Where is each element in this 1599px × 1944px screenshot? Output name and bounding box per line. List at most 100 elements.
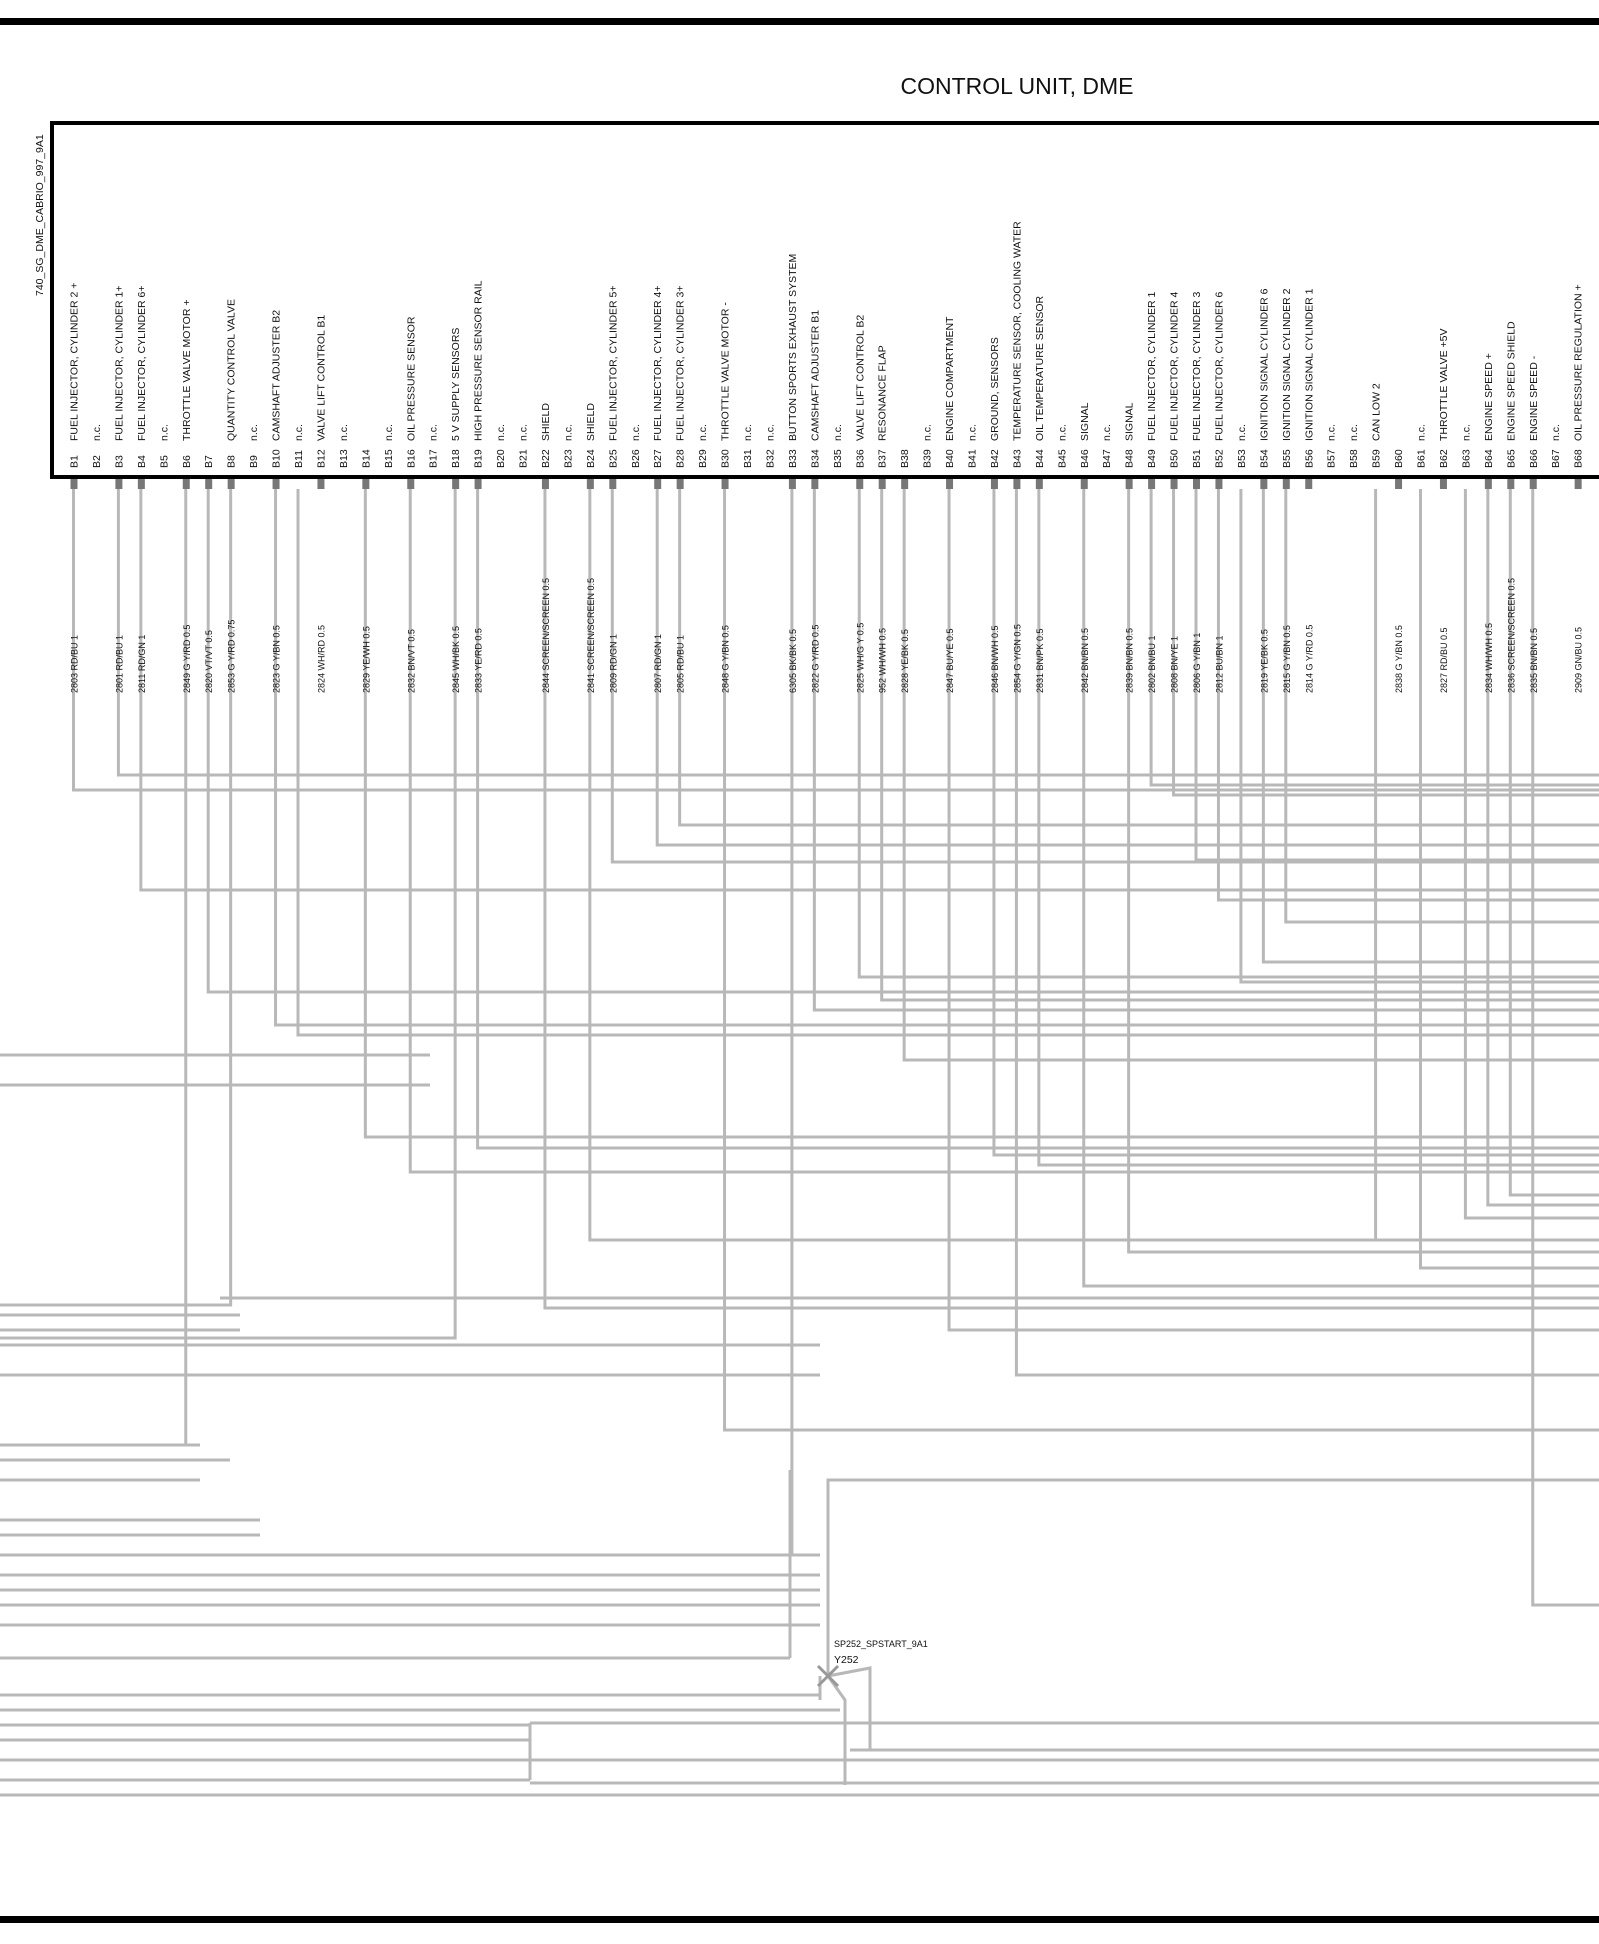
pin-label: QUANTITY CONTROL VALVE bbox=[226, 299, 238, 441]
pin-label: 5 V SUPPLY SENSORS bbox=[450, 328, 462, 441]
pin-number: B28 bbox=[675, 449, 687, 468]
pin-number: B14 bbox=[360, 449, 372, 468]
pin-number: B8 bbox=[226, 455, 238, 468]
pin-label: VALVE LIFT CONTROL B2 bbox=[854, 315, 866, 441]
pin-connector bbox=[1013, 479, 1021, 489]
pin-connector bbox=[1529, 479, 1537, 489]
wire-run bbox=[902, 489, 1599, 1062]
pin-connector bbox=[1170, 479, 1178, 489]
pin-number: B47 bbox=[1101, 449, 1113, 468]
pin-connector bbox=[227, 479, 235, 489]
wire-label: 2838 G Y/BN 0.5 bbox=[1394, 625, 1404, 693]
pin-connector bbox=[856, 479, 864, 489]
wire-run bbox=[1463, 489, 1599, 1220]
pin-label: n.c. bbox=[922, 424, 934, 441]
pin-label: n.c. bbox=[428, 424, 440, 441]
pin-number: B42 bbox=[989, 449, 1001, 468]
pin-number: B5 bbox=[158, 455, 170, 468]
pin-number: B48 bbox=[1124, 449, 1136, 468]
wire-label: 2848 G Y/BN 0.5 bbox=[721, 625, 731, 693]
pin-label: n.c. bbox=[518, 424, 530, 441]
wire-label: 2827 RD/BU 0.5 bbox=[1439, 627, 1449, 693]
pin-number: B26 bbox=[630, 449, 642, 468]
pin-number: B3 bbox=[113, 455, 125, 468]
pin-number: B61 bbox=[1416, 449, 1428, 468]
wire-run bbox=[408, 489, 1599, 1174]
wire-label: 2812 BU/BN 1 bbox=[1214, 635, 1224, 693]
pin-number: B43 bbox=[1011, 449, 1023, 468]
wire-run bbox=[610, 489, 1599, 864]
wire-label: 2805 RD/BU 1 bbox=[676, 635, 686, 693]
wire-run bbox=[827, 1666, 872, 1750]
wire-run bbox=[857, 489, 1599, 979]
wire-run bbox=[1508, 489, 1599, 1197]
pin-b9: B9n.c. bbox=[248, 424, 260, 468]
pin-label: n.c. bbox=[1348, 424, 1360, 441]
wire-run bbox=[588, 489, 1599, 1242]
pin-label: n.c. bbox=[338, 424, 350, 441]
splice-label: Y252 bbox=[834, 1654, 859, 1666]
pin-number: B34 bbox=[809, 449, 821, 468]
wire-label: 2849 G Y/RD 0.5 bbox=[182, 625, 192, 693]
pin-connector bbox=[1574, 479, 1582, 489]
wire-run bbox=[1284, 489, 1599, 924]
pin-connector bbox=[1484, 479, 1492, 489]
wire-run bbox=[0, 489, 457, 1340]
pin-number: B12 bbox=[315, 449, 327, 468]
pin-b47: B47 n.c. bbox=[1101, 424, 1113, 468]
bottom-border bbox=[0, 1916, 1599, 1923]
wire-run bbox=[992, 489, 1599, 1157]
pin-connector bbox=[1305, 479, 1313, 489]
wire-label: 2806 G Y/BN 1 bbox=[1192, 633, 1202, 693]
pin-connector bbox=[474, 479, 482, 489]
pin-label: n.c. bbox=[1101, 424, 1113, 441]
pin-label: SHIELD bbox=[540, 403, 552, 441]
pin-connector bbox=[654, 479, 662, 489]
wire-label: 2842 BN/BN 0.5 bbox=[1080, 628, 1090, 693]
wire-run bbox=[1037, 489, 1599, 1167]
pin-number: B22 bbox=[540, 449, 552, 468]
pin-number: B15 bbox=[383, 449, 395, 468]
pin-connector bbox=[1193, 479, 1200, 489]
pin-connector bbox=[1215, 479, 1223, 489]
pin-label: THROTTLE VALVE MOTOR - bbox=[720, 302, 732, 441]
pin-connector bbox=[1260, 479, 1268, 489]
wire-run bbox=[880, 489, 1599, 1002]
pin-label: HIGH PRESSURE SENSOR RAIL bbox=[473, 280, 485, 441]
pin-number: B57 bbox=[1326, 449, 1338, 468]
pin-label: n.c. bbox=[1056, 424, 1068, 441]
pin-connector bbox=[1148, 479, 1156, 489]
pin-label: OIL PRESSURE SENSOR bbox=[405, 316, 417, 441]
pin-label: FUEL INJECTOR, CYLINDER 4 bbox=[1169, 291, 1181, 441]
pin-connector bbox=[70, 479, 78, 489]
pin-label: FUEL INJECTOR, CYLINDER 3 bbox=[1191, 291, 1203, 441]
pin-label: n.c. bbox=[293, 424, 305, 441]
pin-number: B52 bbox=[1213, 449, 1225, 468]
pin-number: B2 bbox=[91, 455, 103, 468]
top-border bbox=[0, 18, 1599, 25]
pin-number: B33 bbox=[787, 449, 799, 468]
pin-number: B11 bbox=[293, 450, 305, 468]
pin-label: ENGINE SPEED SHIELD bbox=[1505, 321, 1517, 441]
wire-label: 6305 BK/BK 0.5 bbox=[788, 629, 798, 693]
wire-label: 2854 G Y/GN 0.5 bbox=[1012, 624, 1022, 693]
wire-run bbox=[812, 489, 1599, 1012]
pin-connector bbox=[362, 479, 370, 489]
